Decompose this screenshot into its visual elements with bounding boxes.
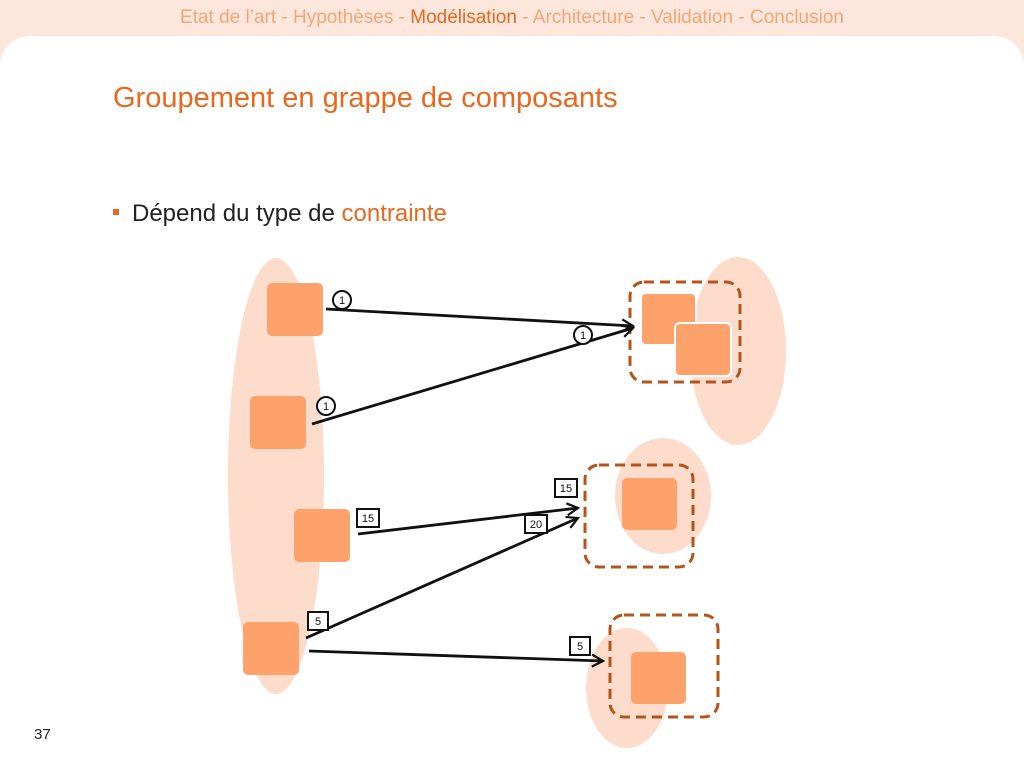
arrow-1 xyxy=(325,307,633,326)
slide-title: Groupement en grappe de composants xyxy=(113,82,618,114)
target-component-3 xyxy=(631,652,686,704)
bullet-text: Dépend du type de xyxy=(132,200,342,227)
weight-label-5b: 5 xyxy=(577,641,583,653)
weight-label-1a: 1 xyxy=(339,295,345,307)
nav-separator: - xyxy=(276,7,294,28)
nav-item-conclusion[interactable]: Conclusion xyxy=(749,7,844,28)
weight-badge-square xyxy=(569,636,591,656)
weight-label-15b: 15 xyxy=(362,513,374,525)
cluster-2-border xyxy=(583,463,695,569)
nav-separator: - xyxy=(516,7,533,28)
arrow-4 xyxy=(305,518,578,640)
bullet-accent-text: contrainte xyxy=(341,200,447,227)
nav-item-validation[interactable]: Validation xyxy=(651,7,734,28)
source-component-2 xyxy=(250,396,306,449)
weight-badge-circle xyxy=(332,290,352,310)
nav-separator: - xyxy=(634,7,652,28)
weight-label-1c: 1 xyxy=(323,401,329,413)
source-component-1 xyxy=(267,283,323,336)
slide-panel xyxy=(0,36,1024,768)
nav-item-etat-de-lart[interactable]: Etat de l’art xyxy=(180,7,277,28)
weight-badge-square xyxy=(524,514,548,534)
nav-item-hypotheses[interactable]: Hypothèses xyxy=(293,7,394,28)
source-component-4 xyxy=(243,622,299,675)
nav-item-modelisation[interactable]: Modélisation xyxy=(410,7,517,28)
target-component-1b xyxy=(674,322,732,377)
weight-badge-circle xyxy=(316,396,336,416)
weight-badge-square xyxy=(356,508,380,528)
weight-badge-circle xyxy=(573,325,593,345)
cluster-1-ellipse xyxy=(690,257,786,445)
cluster-3-border xyxy=(608,613,720,719)
arrow-3 xyxy=(357,508,578,536)
weight-label-5a: 5 xyxy=(315,616,321,628)
arrow-5 xyxy=(308,649,603,661)
nav-separator: - xyxy=(733,7,750,28)
page-number: 37 xyxy=(34,726,51,743)
weight-badge-square xyxy=(554,478,578,498)
target-component-2 xyxy=(622,478,677,530)
source-component-3 xyxy=(294,509,350,562)
weight-label-20: 20 xyxy=(530,519,542,531)
nav-separator: - xyxy=(393,7,411,28)
weight-label-15a: 15 xyxy=(560,483,572,495)
weight-label-1b: 1 xyxy=(580,330,586,342)
bullet-marker-icon xyxy=(113,208,119,215)
bullet-point: Dépend du type de contrainte xyxy=(113,200,447,228)
nav-item-architecture[interactable]: Architecture xyxy=(532,7,635,28)
source-group-ellipse xyxy=(228,258,324,694)
section-nav: Etat de l’art - Hypothèses - Modélisatio… xyxy=(0,0,1024,36)
weight-badge-square xyxy=(307,611,329,631)
